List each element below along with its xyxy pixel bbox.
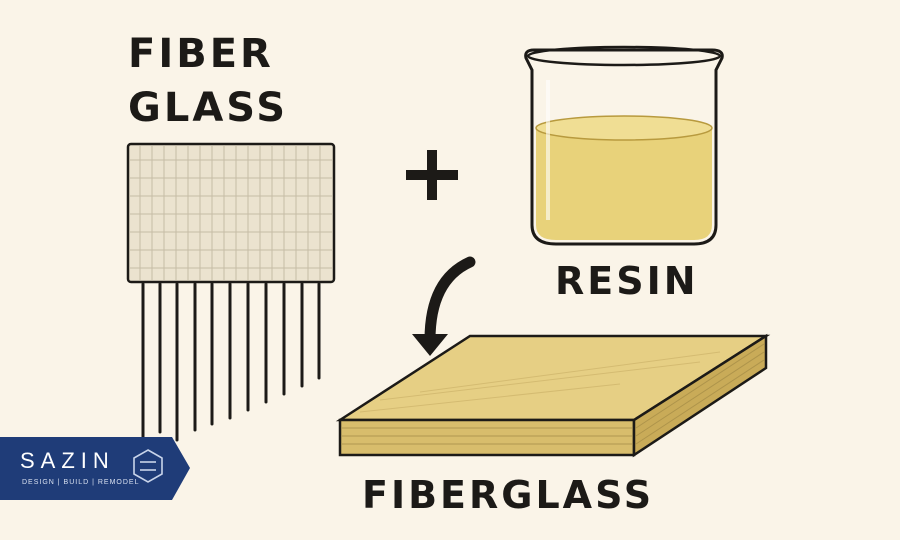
logo-name: SAZIN xyxy=(20,448,115,473)
resin-label: RESIN xyxy=(555,259,699,303)
beaker-icon xyxy=(524,45,724,246)
fiber-glass-label-line2: GLASS xyxy=(128,85,289,131)
plus-icon xyxy=(406,150,458,200)
logo-mark-icon xyxy=(133,449,163,483)
fiberglass-result-label: FIBERGLASS xyxy=(362,473,655,517)
logo-tagline: DESIGN | BUILD | REMODEL xyxy=(22,479,140,486)
logo-badge xyxy=(0,437,190,500)
fiber-strands xyxy=(141,282,321,442)
fiber-mat-icon xyxy=(126,142,336,284)
fiber-glass-label-line1: FIBER xyxy=(128,31,274,77)
fiberglass-panel-icon xyxy=(335,333,771,458)
curved-arrow-down-icon xyxy=(412,256,476,356)
